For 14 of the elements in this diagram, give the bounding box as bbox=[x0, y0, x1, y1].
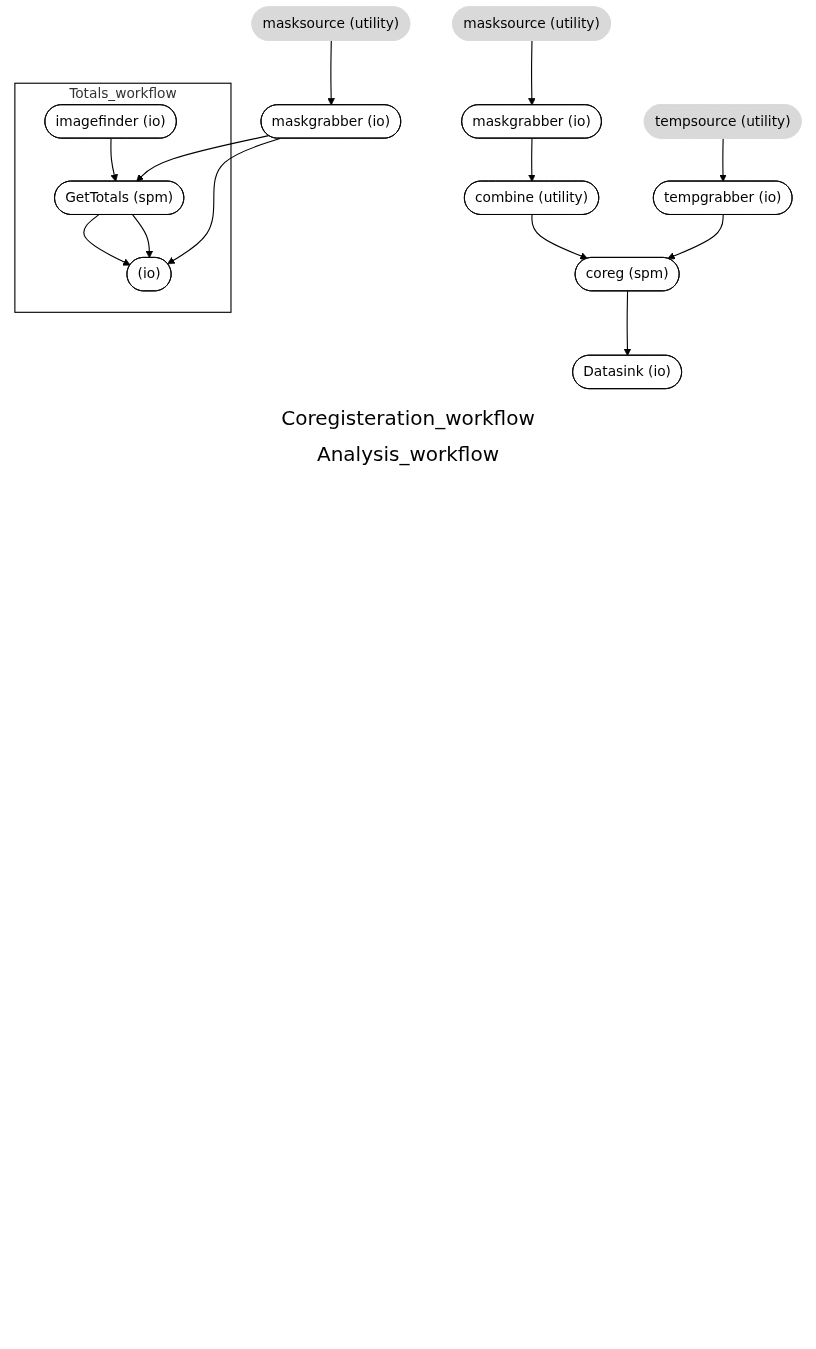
arrow bbox=[528, 40, 536, 106]
arrow bbox=[136, 135, 270, 182]
arrow bbox=[667, 214, 724, 260]
arrow bbox=[110, 138, 118, 182]
arrow bbox=[623, 290, 632, 356]
arrow bbox=[167, 138, 281, 265]
arrow bbox=[327, 40, 335, 106]
arrow bbox=[719, 138, 727, 182]
arrow bbox=[528, 138, 536, 182]
arrow bbox=[83, 214, 131, 266]
workflow-caption: Analysis_workflow bbox=[317, 441, 499, 466]
workflow-caption: Coregisteration_workflow bbox=[281, 405, 535, 430]
arrow bbox=[132, 214, 154, 259]
arrow bbox=[531, 214, 588, 260]
